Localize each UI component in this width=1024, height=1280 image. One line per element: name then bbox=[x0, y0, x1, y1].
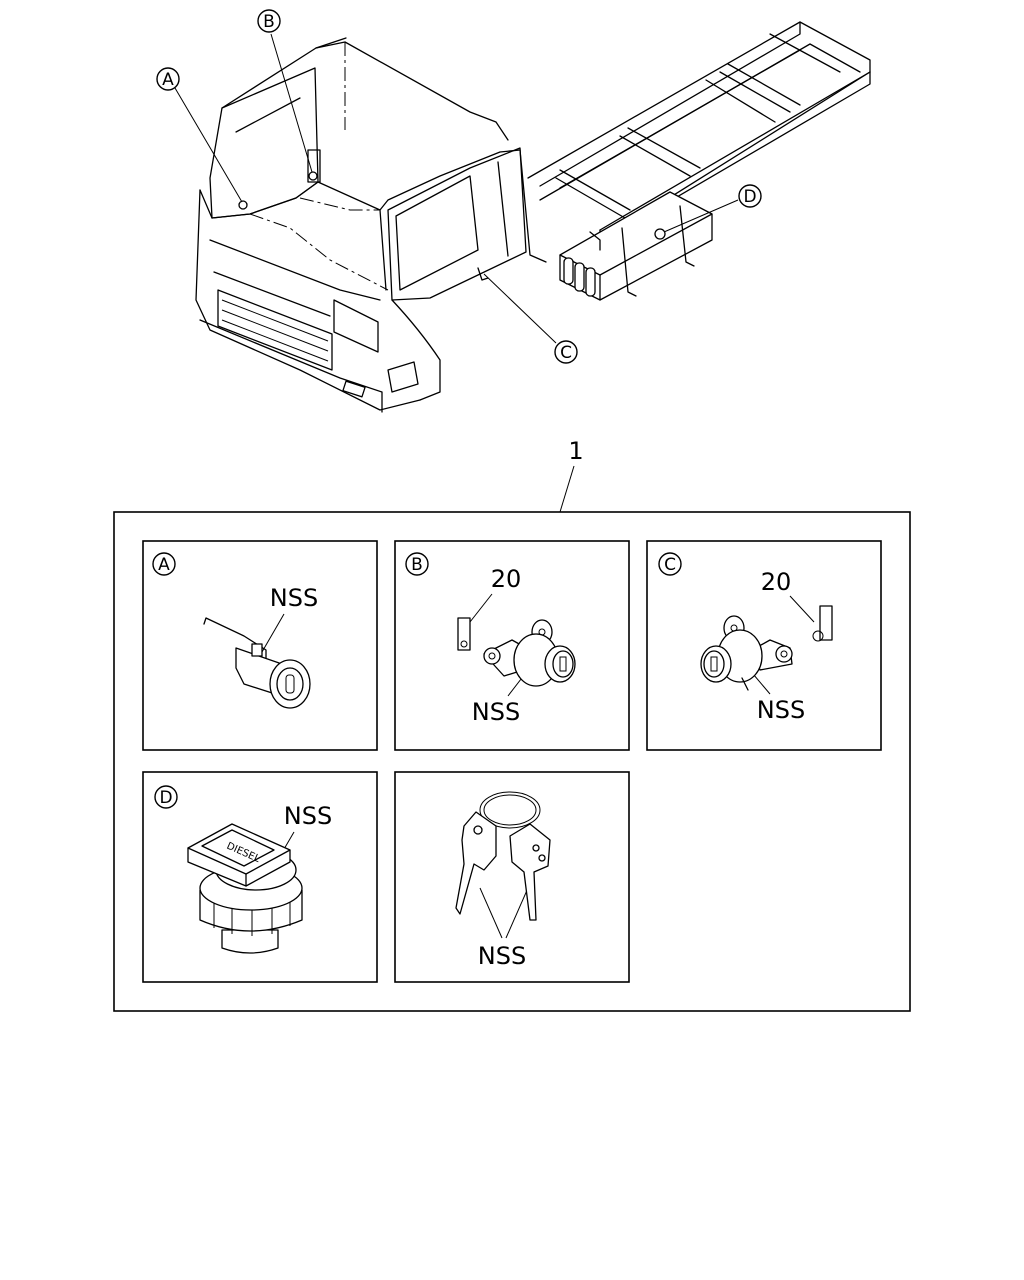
panel-b-id: B bbox=[411, 555, 423, 575]
callout-a-label: A bbox=[162, 70, 174, 90]
door-lock-c-part bbox=[700, 605, 833, 691]
panel-c-marker bbox=[658, 552, 682, 576]
ignition-lock-part bbox=[203, 617, 311, 709]
door-lock-b-part bbox=[457, 617, 576, 687]
panel-a: A NSS bbox=[142, 540, 378, 751]
callout-b-label: B bbox=[263, 12, 275, 32]
panel-b: B 20 NSS bbox=[394, 540, 630, 751]
panel-a-marker bbox=[152, 552, 176, 576]
callout-d-label: D bbox=[743, 187, 756, 207]
fuel-cap-part: DIESEL bbox=[187, 823, 303, 954]
panel-b-nss-label: NSS bbox=[472, 698, 520, 726]
callout-b: B bbox=[257, 9, 281, 33]
callout-d: D bbox=[738, 184, 762, 208]
panel-a-id: A bbox=[158, 555, 170, 575]
assembly-reference: 1 bbox=[559, 437, 584, 513]
callout-c: C bbox=[554, 340, 578, 364]
panel-d-id: D bbox=[159, 788, 172, 808]
panel-b-marker bbox=[405, 552, 429, 576]
panel-b-part-number: 20 bbox=[491, 565, 522, 593]
truck-cab bbox=[195, 37, 547, 413]
panel-d: D NSS DIESEL bbox=[142, 771, 378, 983]
callout-leaders bbox=[174, 33, 739, 344]
panel-d-nss-label: NSS bbox=[284, 802, 332, 830]
panel-d-marker bbox=[154, 785, 178, 809]
callout-c-label: C bbox=[560, 343, 572, 363]
panel-c-id: C bbox=[664, 555, 676, 575]
keys-part bbox=[455, 791, 551, 921]
panel-c: C 20 NSS bbox=[646, 540, 882, 751]
callout-a: A bbox=[156, 67, 180, 91]
assembly-ref-number: 1 bbox=[568, 437, 583, 465]
panel-keys-nss-label: NSS bbox=[478, 942, 526, 970]
panel-keys: NSS bbox=[394, 771, 630, 983]
panel-c-nss-label: NSS bbox=[757, 696, 805, 724]
panel-c-part-number: 20 bbox=[761, 568, 792, 596]
fuel-tank bbox=[559, 191, 713, 301]
truck-illustration: A B C D bbox=[156, 9, 871, 413]
panel-a-nss-label: NSS bbox=[270, 584, 318, 612]
